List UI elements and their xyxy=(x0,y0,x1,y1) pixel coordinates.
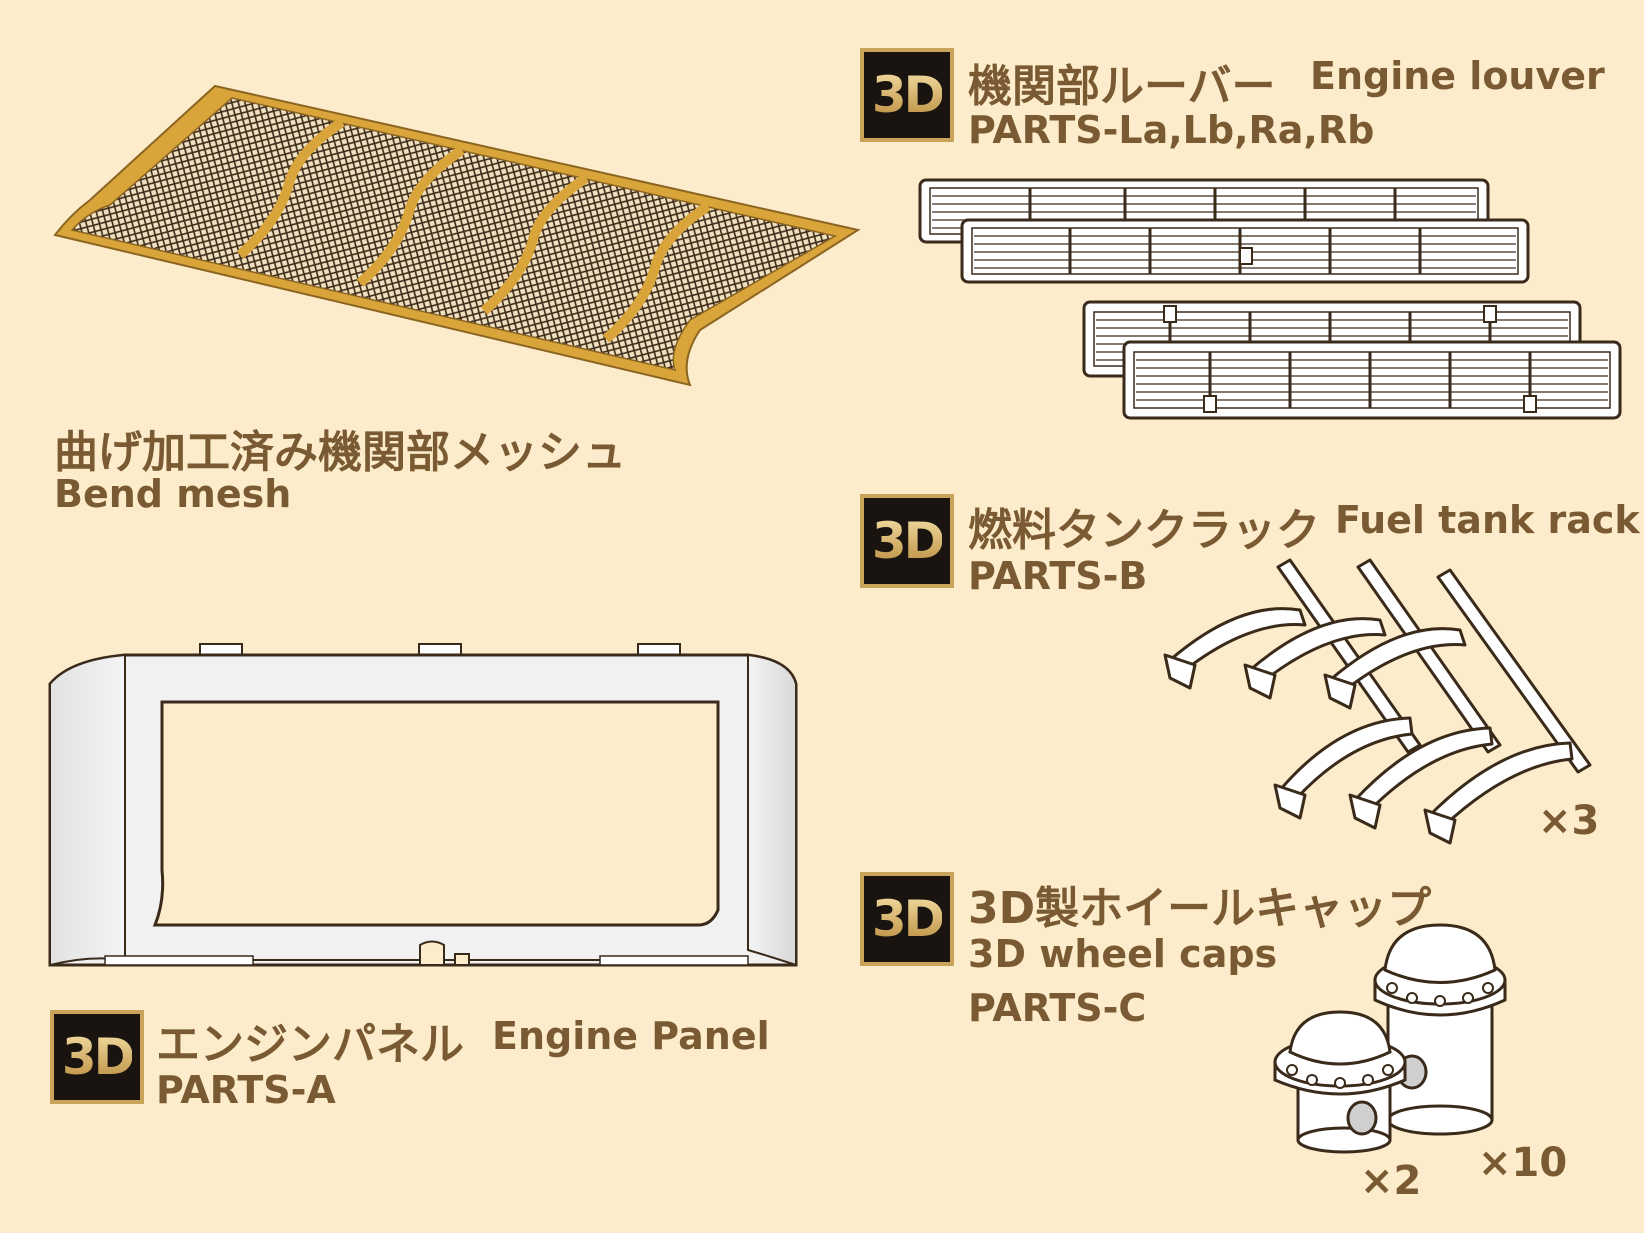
fuel-tank-rack-count: ×3 xyxy=(1538,798,1600,844)
engine-panel-title-en: Engine Panel xyxy=(492,1014,770,1058)
badge-label: 3D xyxy=(61,1028,135,1086)
engine-panel-3d-badge: 3D xyxy=(50,1010,144,1104)
wheel-caps-count-small: ×2 xyxy=(1360,1158,1422,1204)
fuel-tank-rack-title-jp: 燃料タンクラック xyxy=(968,505,1320,556)
engine-panel-parts: PARTS-A xyxy=(156,1068,336,1112)
bend-mesh-title-en: Bend mesh xyxy=(54,472,292,516)
wheel-caps-title-en: 3D wheel caps xyxy=(968,932,1278,976)
louver-part-lower-front xyxy=(1122,340,1622,420)
wheel-caps-count-large: ×10 xyxy=(1478,1140,1568,1186)
bend-mesh-title-jp: 曲げ加工済み機関部メッシュ xyxy=(54,427,626,478)
engine-louver-title-jp: 機関部ルーバー xyxy=(968,61,1276,112)
engine-louver-title-en: Engine louver xyxy=(1310,54,1605,98)
fuel-tank-rack-title-en: Fuel tank rack xyxy=(1335,498,1640,542)
engine-louver-parts: PARTS-La,Lb,Ra,Rb xyxy=(968,108,1375,152)
engine-louver-3d-badge: 3D xyxy=(860,48,954,142)
badge-label: 3D xyxy=(871,66,945,124)
wheel-caps-title-jp: 3D製ホイールキャップ xyxy=(968,883,1432,934)
fuel-tank-rack-3d-badge: 3D xyxy=(860,494,954,588)
fuel-tank-rack-parts: PARTS-B xyxy=(968,554,1148,598)
badge-label: 3D xyxy=(871,890,945,948)
wheel-caps-3d-badge: 3D xyxy=(860,872,954,966)
louver-part-upper-front xyxy=(960,218,1530,284)
wheel-caps-parts: PARTS-C xyxy=(968,986,1147,1030)
engine-panel-title-jp: エンジンパネル xyxy=(156,1019,464,1070)
badge-label: 3D xyxy=(871,512,945,570)
